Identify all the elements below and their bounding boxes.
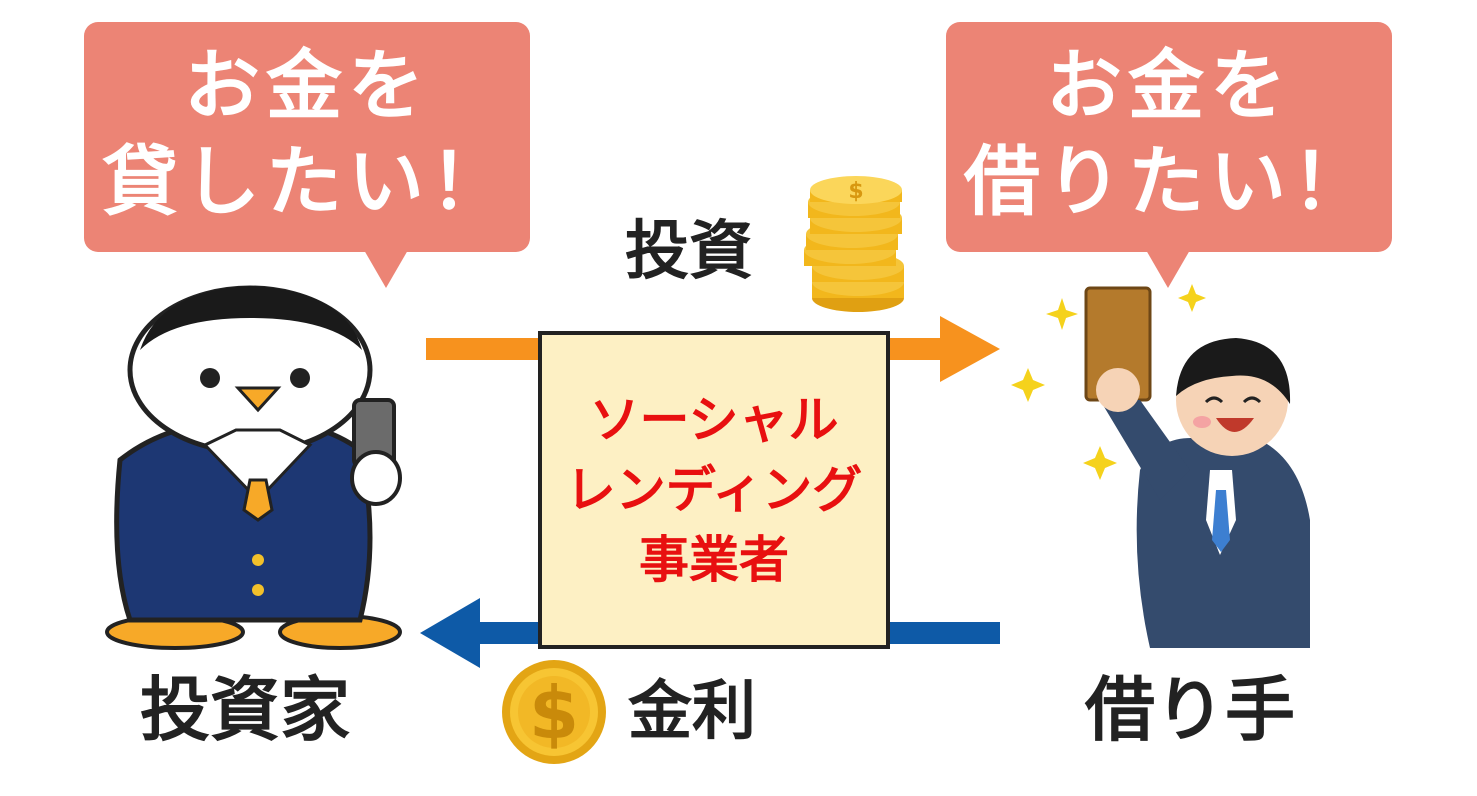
penguin-businessman-icon [105,285,402,650]
interest-label: 金利 [628,675,756,749]
investor-label: 投資家 [140,669,350,751]
borrower-speech-bubble: お金を 借りたい！ [946,22,1392,288]
operator-line1: ソーシャル [589,391,839,449]
bubble-tail [1146,250,1190,288]
lender-bubble-line2: 貸したい！ [102,137,512,226]
bubble-tail [364,250,408,288]
social-lending-operator-box: ソーシャル レンディング 事業者 [538,331,890,649]
borrower-label: 借り手 [1085,669,1295,751]
interest-arrow [420,598,1000,668]
invest-label: 投資 [625,215,753,289]
svg-text:$: $ [848,179,863,204]
borrower-bubble-line2: 借りたい！ [964,137,1374,226]
dollar-coin-icon: $ [502,660,606,764]
operator-line2: レンディング [565,461,863,519]
operator-line3: 事業者 [639,531,789,589]
invest-arrow [426,316,1000,382]
lender-speech-bubble: お金を 貸したい！ [84,22,530,288]
coin-stack-icon: $ [804,176,904,312]
lender-bubble-line1: お金を [184,41,430,130]
borrower-bubble-line1: お金を [1046,41,1292,130]
svg-text:$: $ [529,671,579,755]
happy-businessman-with-envelope-icon [1011,284,1310,648]
